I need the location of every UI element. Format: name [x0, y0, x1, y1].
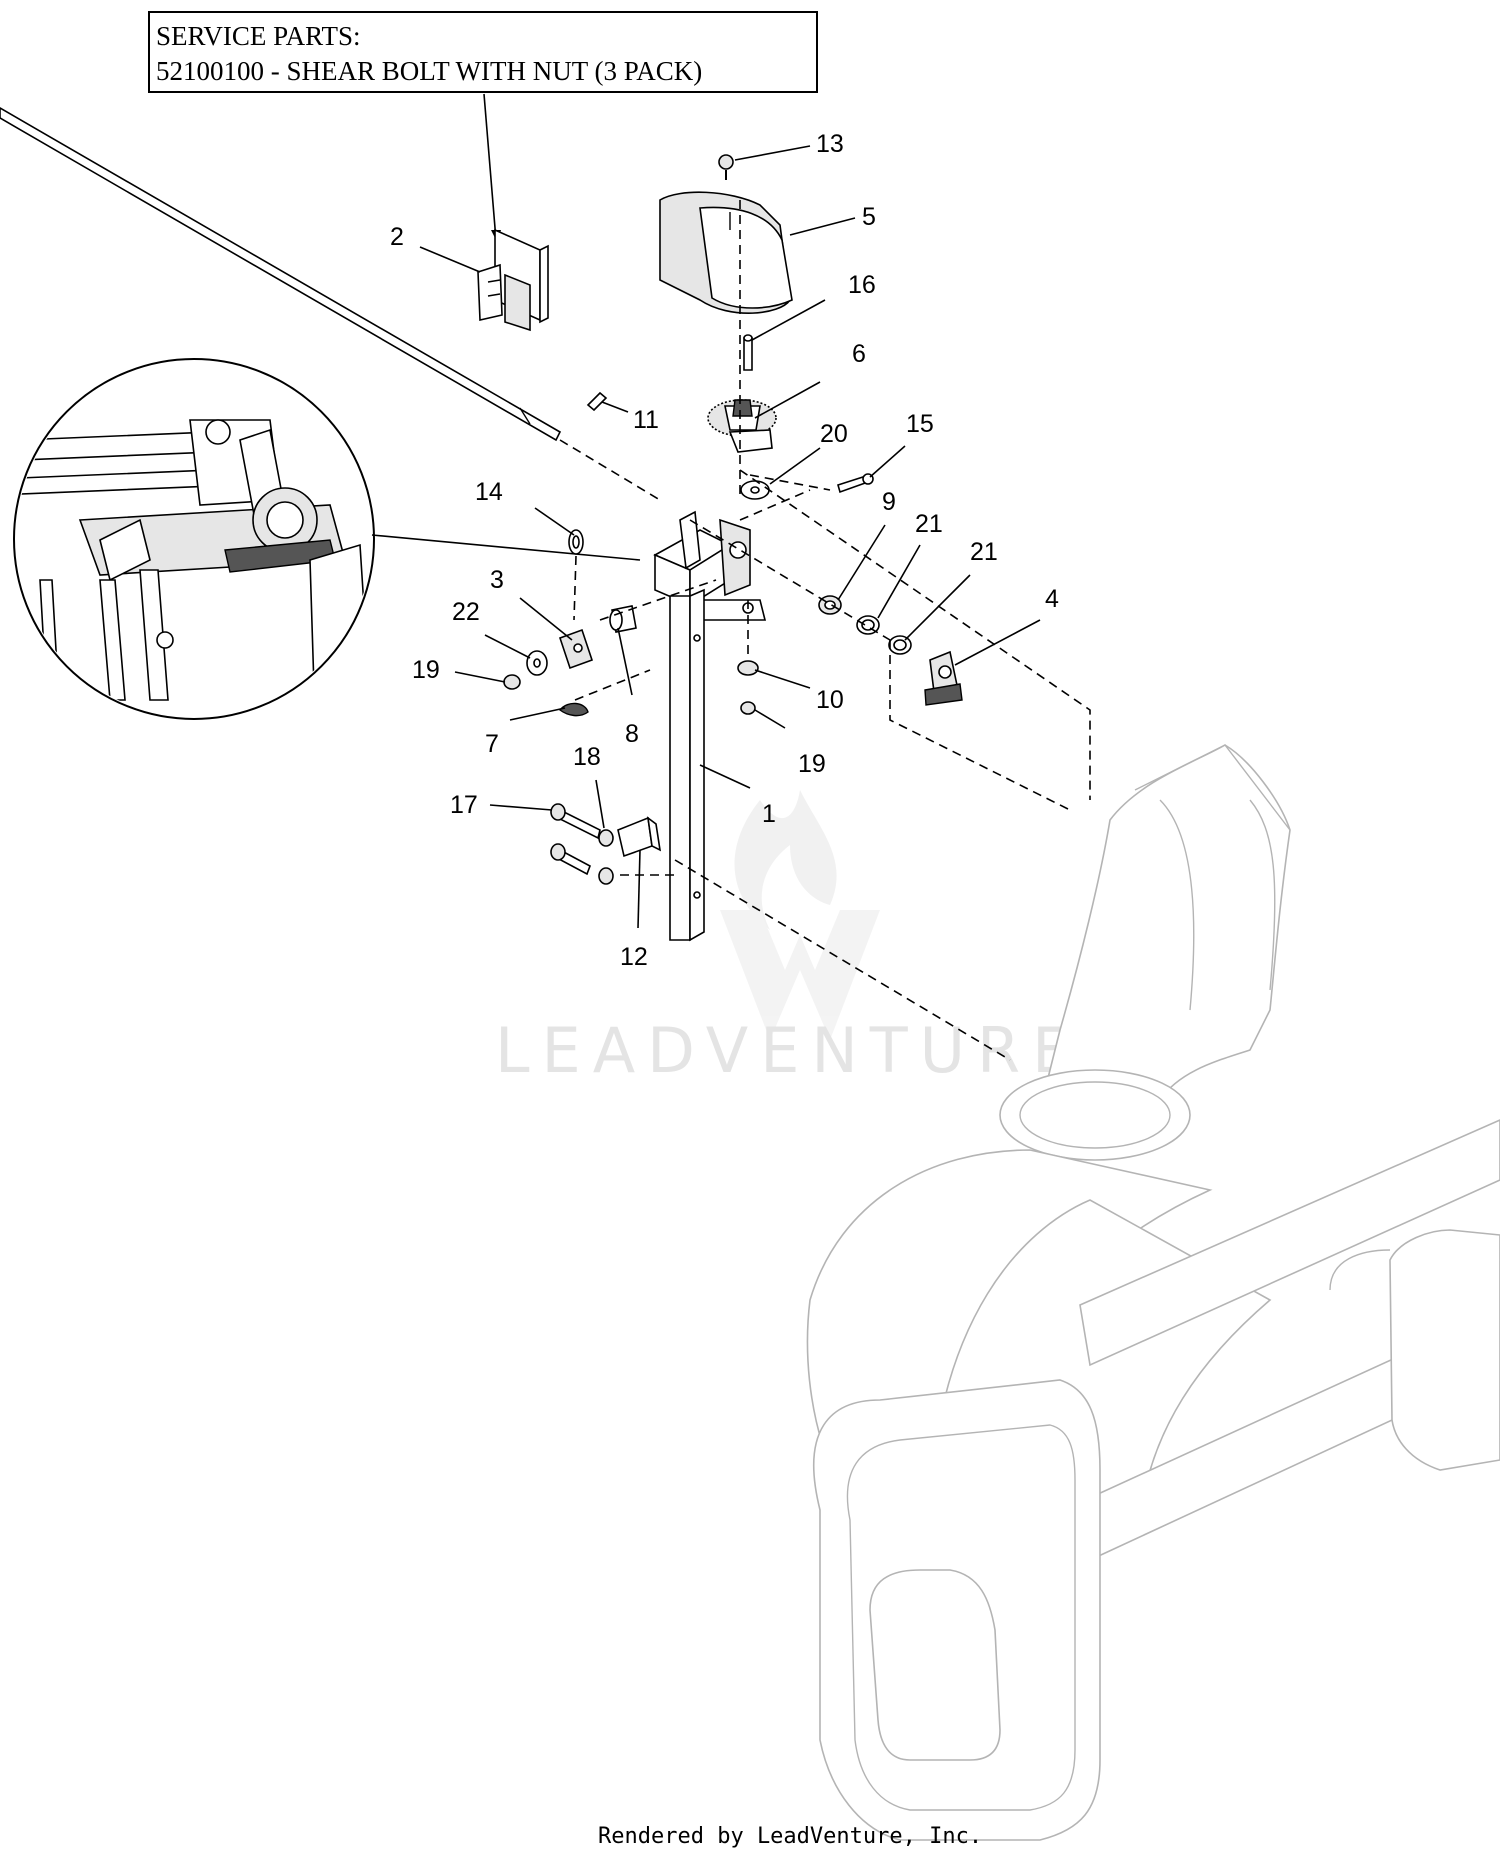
callout-14: 14 — [475, 478, 503, 506]
callout-18: 18 — [573, 743, 601, 771]
callout-22: 22 — [452, 598, 480, 626]
watermark-text: LEADVENTURE — [495, 1014, 1083, 1087]
snowblower-housing — [806, 744, 1500, 1841]
part-3-lever — [558, 628, 594, 670]
assembly-dashed-lines — [559, 200, 1091, 1061]
callout-19-left: 19 — [412, 656, 440, 684]
part-8-bushing — [609, 605, 637, 633]
part-10-washer — [737, 660, 759, 676]
part-14-spring — [568, 529, 584, 555]
callout-15: 15 — [906, 410, 934, 438]
callout-4: 4 — [1045, 585, 1059, 613]
part-6-gear — [707, 399, 777, 453]
part-20-washer — [740, 480, 770, 500]
callout-5: 5 — [862, 203, 876, 231]
callout-7: 7 — [485, 730, 499, 758]
callout-labels: 13 5 2 16 6 11 20 15 14 9 21 21 3 4 22 1… — [390, 130, 1059, 971]
part-17-bolt-lower — [550, 843, 591, 876]
callout-1: 1 — [762, 800, 776, 828]
callout-16: 16 — [848, 271, 876, 299]
part-21-washer-b — [888, 635, 912, 655]
part-4-gear-segment — [924, 650, 963, 706]
service-parts-box: SERVICE PARTS: 52100100 - SHEAR BOLT WIT… — [148, 11, 818, 242]
part-13-screw — [718, 154, 734, 180]
part-12-clamp — [617, 816, 662, 858]
part-18-nut-lower — [598, 867, 614, 885]
callout-3: 3 — [490, 566, 504, 594]
callout-11: 11 — [633, 406, 659, 434]
part-2-bracket — [477, 228, 549, 332]
control-rod — [0, 107, 562, 442]
part-16-pin — [743, 334, 753, 371]
footer-credit: Rendered by LeadVenture, Inc. — [598, 1824, 982, 1849]
part-1-column-assembly — [653, 510, 767, 942]
part-18-nut — [598, 829, 614, 847]
detail-view-circle — [13, 358, 641, 720]
callout-8: 8 — [625, 720, 639, 748]
callout-9: 9 — [882, 488, 896, 516]
watermark: LEADVENTURE — [495, 790, 1083, 1087]
part-17-bolt-upper — [550, 803, 601, 840]
callout-21-b: 21 — [970, 538, 998, 566]
watermark-logo-icon — [720, 790, 880, 1040]
callout-21-a: 21 — [915, 510, 943, 538]
detail-view-assembly — [19, 419, 371, 717]
part-19-nut-right — [740, 701, 756, 715]
callout-6: 6 — [852, 340, 866, 368]
callout-12: 12 — [620, 943, 648, 971]
callout-17: 17 — [450, 791, 478, 819]
part-7-clip — [559, 702, 589, 717]
part-22-washer — [526, 650, 548, 676]
part-15-pin — [837, 473, 874, 494]
callout-20: 20 — [820, 420, 848, 448]
part-5-cover — [659, 191, 793, 314]
part-19-nut-left — [503, 674, 521, 690]
service-parts-title: SERVICE PARTS: — [156, 21, 361, 51]
callout-2: 2 — [390, 223, 404, 251]
callout-13: 13 — [816, 130, 844, 158]
service-parts-item: 52100100 - SHEAR BOLT WITH NUT (3 PACK) — [156, 56, 702, 86]
callout-10: 10 — [816, 686, 844, 714]
part-11-cotter-pin — [586, 391, 608, 412]
leader-lines — [419, 145, 1041, 929]
callout-19-right: 19 — [798, 750, 826, 778]
